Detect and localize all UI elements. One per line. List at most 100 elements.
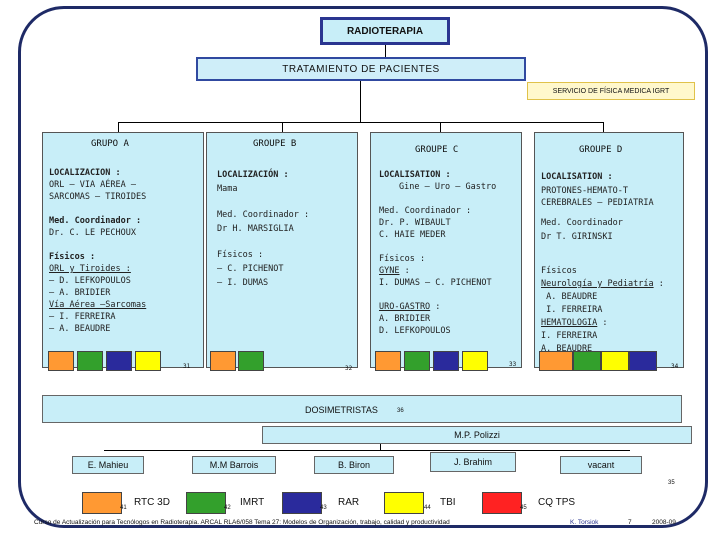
dosimetrist-1: E. Mahieu bbox=[72, 456, 144, 474]
group-d-neuro-colon: : bbox=[653, 279, 664, 289]
group-b-panel: GROUPE B LOCALIZACIÓN : Mama Med. Coordi… bbox=[206, 132, 358, 372]
footer-course: Curso de Actualización para Tecnólogos e… bbox=[34, 519, 450, 526]
group-b-location-line: Mama bbox=[217, 184, 238, 194]
legend-rar-label: RAR bbox=[338, 497, 360, 508]
legend-tbi-swatch bbox=[384, 492, 424, 514]
footer-author: K. Torsiok bbox=[570, 519, 599, 526]
group-c-location-line: Gine – Uro – Gastro bbox=[399, 182, 497, 192]
group-c-title: GROUPE C bbox=[415, 145, 459, 155]
group-b-title: GROUPE B bbox=[253, 139, 297, 149]
group-b-physicist-line: – C. PICHENOT bbox=[217, 264, 284, 274]
legend-page-number: 45 bbox=[520, 505, 527, 511]
group-d-neuro-name: A. BEAUDRE bbox=[541, 292, 598, 302]
group-d-hemato-name: I. FERREIRA bbox=[541, 331, 598, 341]
footer-date: 2008-09 bbox=[652, 519, 676, 526]
technique-rtc3d-square bbox=[539, 351, 573, 371]
connector bbox=[118, 122, 119, 132]
group-a-page-number: 31 bbox=[183, 363, 191, 370]
group-d-physicists-title: Físicos bbox=[541, 266, 577, 276]
technique-rtc3d-square bbox=[375, 351, 401, 371]
group-a-physicist-line: – I. FERREIRA bbox=[49, 312, 116, 322]
physics-service-box: SERVICIO DE FÍSICA MEDICA IGRT bbox=[527, 82, 695, 100]
technique-imrt-square bbox=[573, 351, 601, 371]
group-a-physicists-title: Físicos : bbox=[49, 252, 96, 262]
group-d-hemato-line: HEMATOLOGIA : bbox=[541, 317, 608, 329]
connector bbox=[440, 122, 441, 132]
group-c-uro-colon: : bbox=[430, 302, 441, 312]
group-a-physicist-line: ORL y Tiroides : bbox=[49, 264, 131, 274]
outer-frame bbox=[18, 6, 708, 528]
group-d-title: GROUPE D bbox=[579, 145, 623, 155]
technique-imrt-square bbox=[238, 351, 264, 371]
legend-rar-swatch bbox=[282, 492, 322, 514]
group-c-location-title: LOCALISATION : bbox=[379, 170, 451, 180]
patient-treatment-box: TRATAMIENTO DE PACIENTES bbox=[196, 57, 526, 81]
legend-imrt-label: IMRT bbox=[240, 497, 265, 508]
connector bbox=[385, 45, 386, 57]
group-a-location-line: ORL – VIA AÉREA – bbox=[49, 180, 136, 190]
technique-tbi-square bbox=[462, 351, 488, 371]
group-a-location-title: LOCALIZACION : bbox=[49, 168, 121, 178]
supervisor-box: M.P. Polizzi bbox=[262, 426, 692, 444]
group-d-page-number: 34 bbox=[671, 363, 679, 370]
group-c-gyne-colon: : bbox=[399, 266, 410, 276]
technique-tbi-square bbox=[135, 351, 161, 371]
group-d-coordinator-name: Dr T. GIRINSKI bbox=[541, 232, 613, 242]
dosimetrist-2: M.M Barrois bbox=[192, 456, 276, 474]
group-d-hemato-colon: : bbox=[597, 318, 608, 328]
group-c-gyne-names: I. DUMAS – C. PICHENOT bbox=[379, 278, 492, 288]
dosimetrists-box: DOSIMETRISTAS 36 bbox=[42, 395, 682, 423]
group-b-physicist-line: – I. DUMAS bbox=[217, 278, 269, 288]
technique-tbi-square bbox=[601, 351, 629, 371]
footer-page: 7 bbox=[628, 519, 632, 526]
dosimetrist-5: vacant bbox=[560, 456, 642, 474]
legend-page-number: 41 bbox=[120, 505, 127, 511]
group-c-physicists-title: Físicos : bbox=[379, 254, 426, 264]
group-a-coordinator-name: Dr. C. LE PECHOUX bbox=[49, 228, 136, 238]
people-page-number: 35 bbox=[668, 480, 675, 486]
connector bbox=[380, 444, 381, 450]
group-d-neuro-line: Neurología y Pediatría : bbox=[541, 278, 664, 290]
legend-rtc3d-label: RTC 3D bbox=[134, 497, 170, 508]
group-c-coordinator-title: Med. Coordinador : bbox=[379, 206, 472, 216]
technique-rar-square bbox=[629, 351, 657, 371]
technique-rtc3d-square bbox=[210, 351, 236, 371]
group-a-coordinator-title: Med. Coordinador : bbox=[49, 216, 142, 226]
legend-page-number: 44 bbox=[424, 505, 431, 511]
legend-rtc3d-swatch bbox=[82, 492, 122, 514]
group-a-physicist-line: – A. BEAUDRE bbox=[49, 324, 111, 334]
legend-cq-tps-swatch bbox=[482, 492, 522, 514]
dosimetrists-label: DOSIMETRISTAS bbox=[305, 405, 378, 415]
connector bbox=[603, 122, 604, 132]
group-d-panel: GROUPE D LOCALISATION : PROTONES-HEMATO-… bbox=[534, 132, 684, 371]
group-d-location-title: LOCALISATION : bbox=[541, 172, 613, 182]
footer: Curso de Actualización para Tecnólogos e… bbox=[34, 519, 676, 526]
group-a-physicist-line: – A. BRIDIER bbox=[49, 288, 111, 298]
technique-rtc3d-square bbox=[48, 351, 74, 371]
connector bbox=[282, 122, 283, 132]
group-c-page-number: 33 bbox=[509, 361, 517, 368]
technique-imrt-square bbox=[77, 351, 103, 371]
technique-imrt-square bbox=[404, 351, 430, 371]
group-d-coordinator-title: Med. Coordinador bbox=[541, 218, 623, 228]
technique-rar-square bbox=[433, 351, 459, 371]
legend-tbi-label: TBI bbox=[440, 497, 456, 508]
group-d-location-line: PROTONES-HEMATO-T bbox=[541, 186, 628, 196]
group-c-gyne-label: GYNE bbox=[379, 266, 400, 276]
group-c-gyne-line: GYNE : bbox=[379, 265, 410, 277]
legend-imrt-swatch bbox=[186, 492, 226, 514]
group-d-hemato-label: HEMATOLOGIA bbox=[541, 318, 598, 328]
connector bbox=[360, 81, 361, 123]
group-a-physicist-line: – D. LEFKOPOULOS bbox=[49, 276, 131, 286]
connector bbox=[118, 122, 603, 123]
group-a-panel: GRUPO A LOCALIZACION : ORL – VIA AÉREA –… bbox=[42, 132, 204, 371]
group-b-physicists-title: Físicos : bbox=[217, 250, 264, 260]
group-c-uro-name: D. LEFKOPOULOS bbox=[379, 326, 451, 336]
dosimetrist-4: J. Brahim bbox=[430, 452, 516, 472]
group-d-neuro-name: I. FERREIRA bbox=[541, 305, 603, 315]
group-d-hemato-name: A. BEAUDRE bbox=[541, 344, 593, 354]
group-a-physicist-line: Vía Aérea –Sarcomas bbox=[49, 300, 147, 310]
group-c-coordinator-line: Dr. P. WIBAULT bbox=[379, 218, 451, 228]
group-c-uro-label: URO-GASTRO bbox=[379, 302, 431, 312]
dosimetrists-page-number: 36 bbox=[397, 408, 404, 414]
